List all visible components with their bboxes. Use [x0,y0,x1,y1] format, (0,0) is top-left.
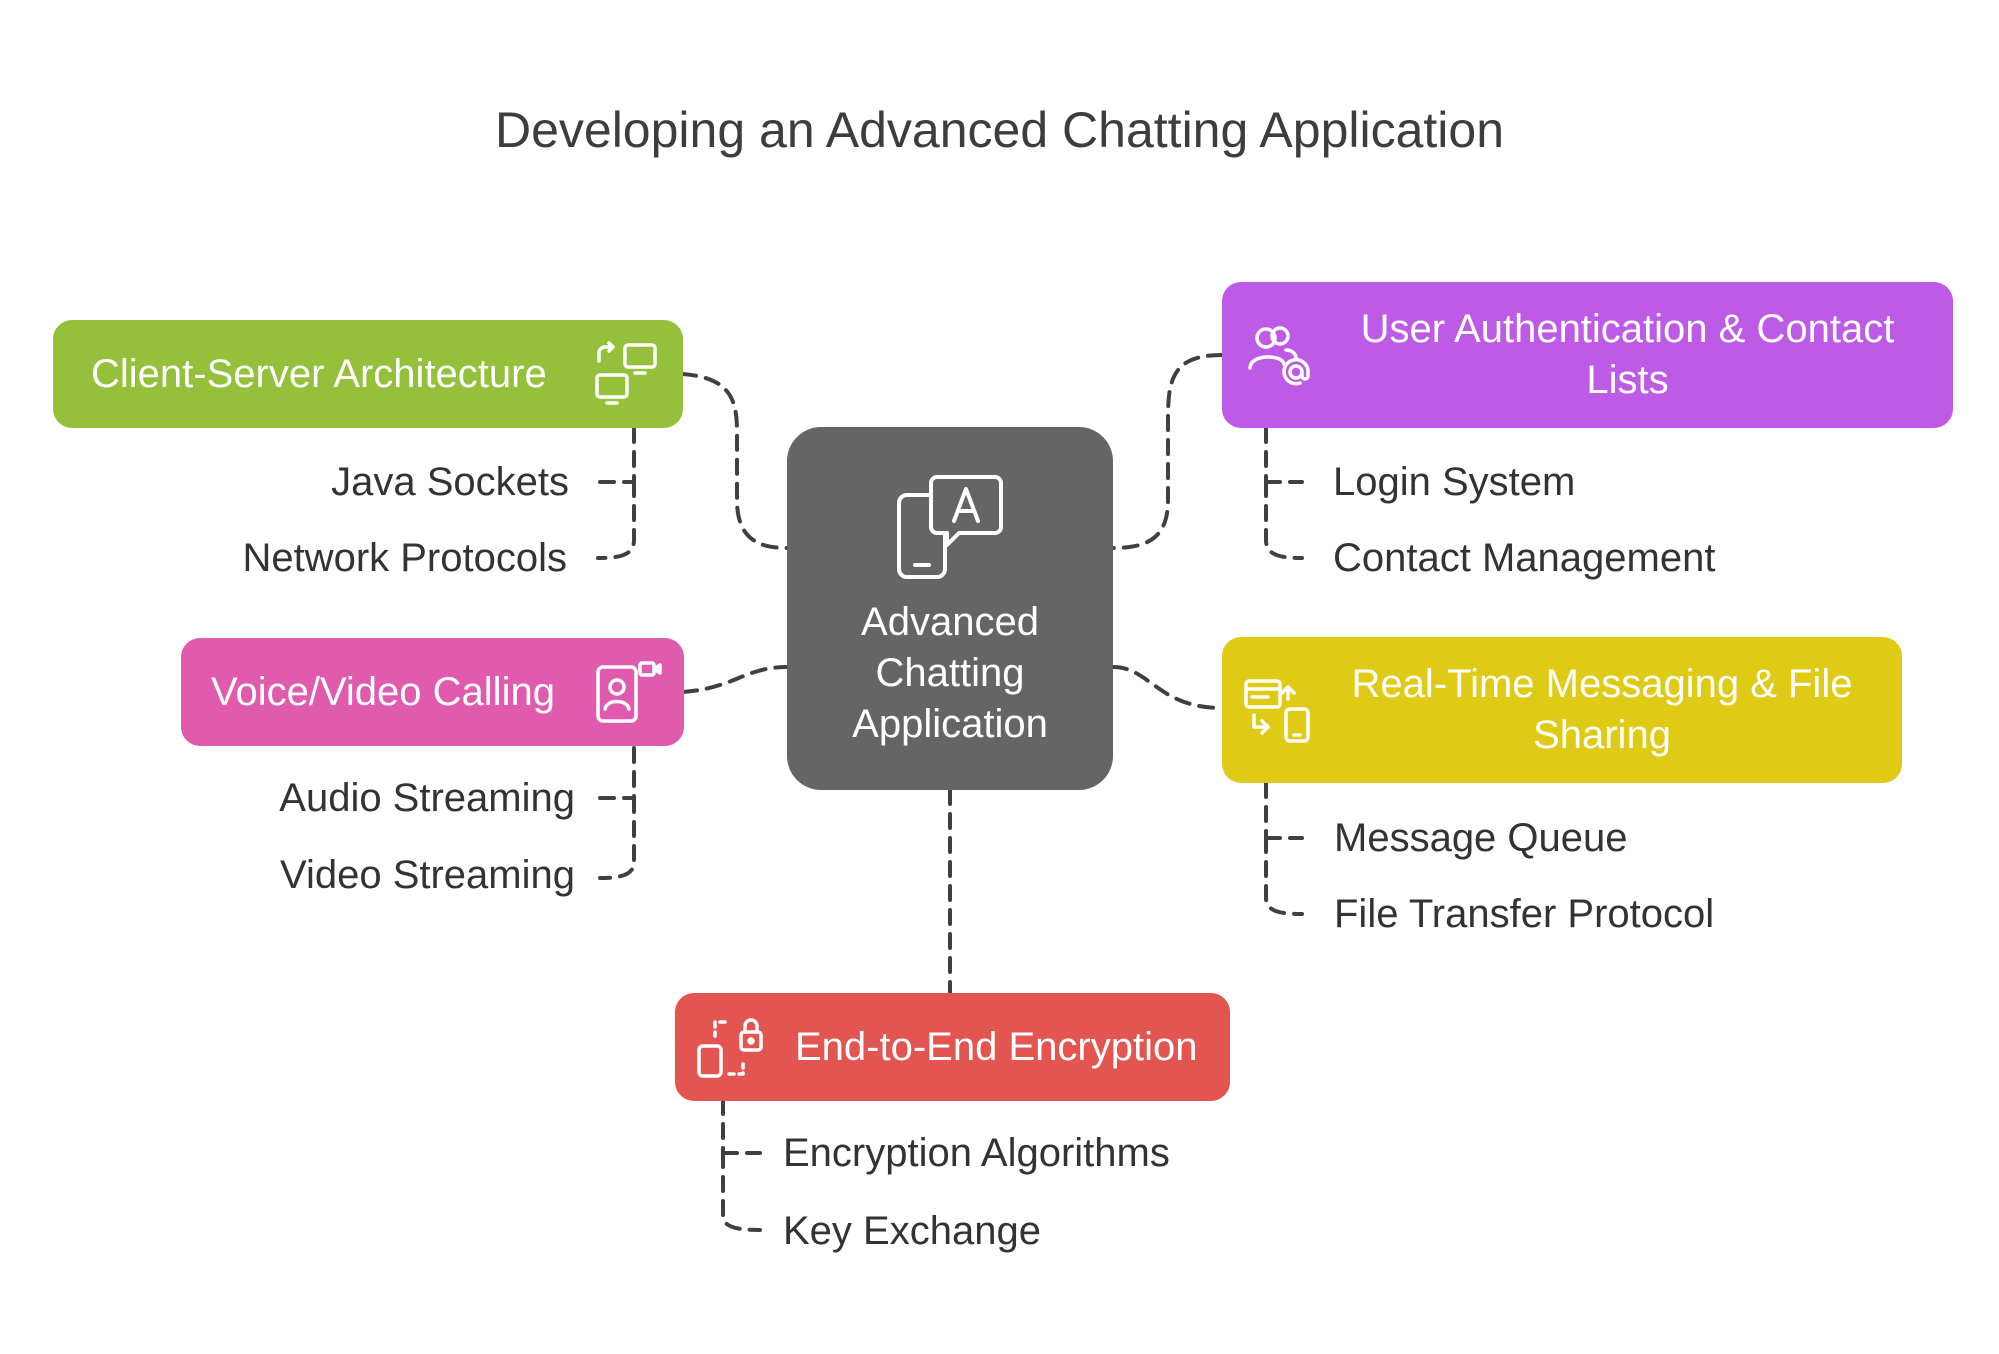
connector-user-auth [1111,353,1224,550]
branch-voice-video: Voice/Video Calling [181,638,684,746]
branch-user-auth: User Authentication & Contact Lists [1222,282,1953,428]
connector-encryption-algorithms [721,1098,762,1155]
branch-user-auth-label-line-2: Lists [1586,358,1669,402]
users-email-icon [1244,320,1314,390]
sub-audio-streaming: Audio Streaming [279,776,575,820]
sub-network-protocols: Network Protocols [242,536,567,580]
branch-messaging-label-line-1: Real-Time Messaging & File [1351,662,1853,706]
diagram-title: Developing an Advanced Chatting Applicat… [494,102,1505,158]
sub-video-streaming: Video Streaming [280,853,575,897]
connector-file-transfer [1264,836,1304,916]
message-file-transfer-icon [1242,675,1312,745]
sub-java-sockets: Java Sockets [331,460,569,504]
branch-client-server-label: Client-Server Architecture [91,351,547,396]
center-label-line-1: Advanced [861,600,1039,644]
branch-user-auth-label-line-1: User Authentication & Contact [1360,307,1895,351]
connector-key-exchange [721,1151,762,1232]
connector-audio-streaming [598,746,636,800]
chat-on-phone-icon [895,473,1005,583]
branch-voice-video-label: Voice/Video Calling [211,669,555,714]
connector-voice-video [681,665,789,694]
connector-contact-management [1264,480,1304,560]
sub-file-transfer-protocol: File Transfer Protocol [1334,892,1715,936]
connector-network-protocols [596,480,636,560]
center-label-line-3: Application [852,702,1048,746]
center-label-line-2: Chatting [875,651,1025,695]
sub-key-exchange: Key Exchange [783,1209,1041,1253]
video-call-icon [592,657,662,727]
connector-video-streaming [598,796,636,880]
branch-messaging: Real-Time Messaging & File Sharing [1222,637,1902,783]
connector-message-queue [1264,781,1304,840]
connector-client-server [680,372,789,550]
branch-encryption-label: End-to-End Encryption [795,1024,1198,1069]
sub-contact-management: Contact Management [1333,536,1716,580]
sub-login-system: Login System [1333,460,1576,504]
center-node: Advanced Chatting Application [787,427,1113,790]
connector-login-system [1264,426,1304,484]
branch-client-server: Client-Server Architecture [53,320,683,428]
connector-java-sockets [598,426,636,484]
encrypted-devices-icon [695,1012,765,1082]
computers-sync-icon [591,339,661,409]
connector-messaging [1111,665,1224,710]
sub-encryption-algorithms: Encryption Algorithms [783,1131,1170,1175]
branch-messaging-label-line-2: Sharing [1533,713,1671,757]
sub-message-queue: Message Queue [1334,816,1628,860]
branch-encryption: End-to-End Encryption [675,993,1230,1101]
